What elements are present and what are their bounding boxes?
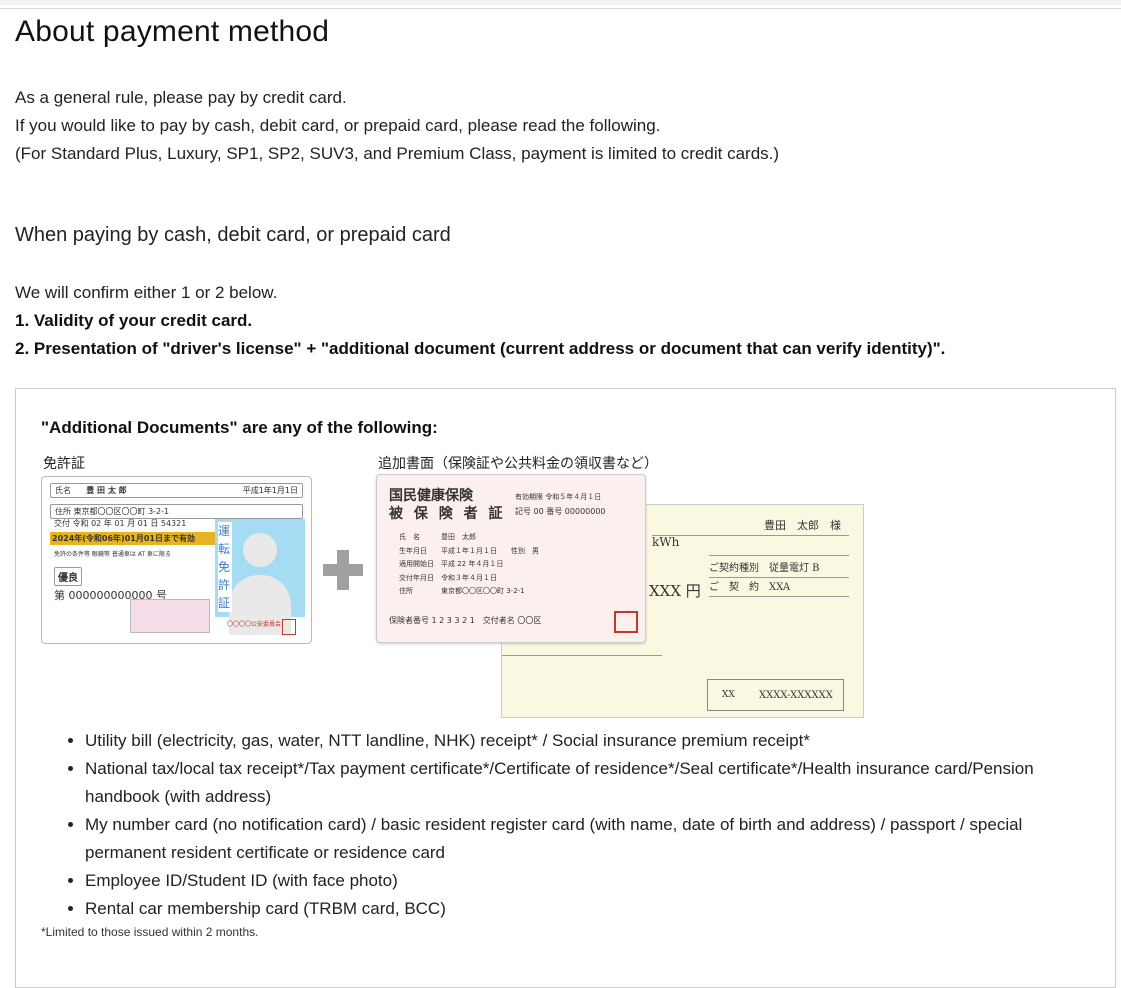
- license-name-label: 氏名: [55, 486, 71, 495]
- divider: [0, 8, 1121, 9]
- insurance-details: 氏 名 豊田 太郎生年月日 平成１年１月１日 性別 男適用開始日 平成 22 年…: [399, 533, 539, 595]
- insurance-title-2: 被 保 険 者 証: [389, 506, 506, 522]
- insurance-title-1: 国民健康保険: [389, 488, 473, 504]
- intro-line-3: (For Standard Plus, Luxury, SP1, SP2, SU…: [15, 144, 780, 163]
- seal-icon: [614, 611, 638, 633]
- list-item: My number card (no notification card) / …: [85, 811, 1075, 867]
- footnote: *Limited to those issued within 2 months…: [41, 925, 259, 939]
- confirm-item-2: 2. Presentation of "driver's license" + …: [15, 339, 946, 358]
- insurance-insurer: 保険者番号 1 2 3 3 2 1 交付者名 〇〇区: [389, 616, 542, 625]
- list-item: National tax/local tax receipt*/Tax paym…: [85, 755, 1075, 811]
- license-number: 第 000000000000 号: [54, 589, 167, 602]
- license-expiry: 2024年(令和06年)01月01日まで有効: [50, 532, 224, 545]
- section-heading: When paying by cash, debit card, or prep…: [15, 224, 451, 246]
- page-title: About payment method: [15, 15, 330, 48]
- bill-area: XX: [722, 690, 735, 700]
- top-bar: [0, 0, 1121, 5]
- license-authority: 〇〇〇〇公安委員会: [227, 621, 282, 628]
- bill-contract-type: ご契約種別 従量電灯 B: [709, 555, 849, 578]
- license-badge: 優良: [54, 567, 82, 586]
- license-address: 住所 東京都〇〇区〇〇町 3-2-1: [50, 504, 303, 519]
- confirm-item-1: 1. Validity of your credit card.: [15, 311, 253, 330]
- confirm-intro: We will confirm either 1 or 2 below.: [15, 283, 278, 302]
- health-insurance-card-image: 国民健康保険 被 保 険 者 証 有効期限 令和５年４月１日 記号 00 番号 …: [376, 474, 646, 643]
- list-item: Utility bill (electricity, gas, water, N…: [85, 727, 1075, 755]
- license-name-row: 氏名 豊 田 太 郎 平成1年1月1日: [50, 483, 303, 498]
- bill-contract: ご 契 約 XXA: [709, 575, 849, 597]
- drivers-license-image: 氏名 豊 田 太 郎 平成1年1月1日 住所 東京都〇〇区〇〇町 3-2-1 交…: [41, 476, 312, 644]
- license-label: 免許証: [43, 455, 85, 471]
- additional-label: 追加書面（保険証や公共料金の領収書など）: [378, 455, 658, 471]
- license-conditions: 免許の条件等 眼鏡等 普通車は AT 車に限る: [54, 551, 171, 558]
- box-heading: "Additional Documents" are any of the fo…: [41, 418, 438, 437]
- license-issued: 交付 令和 02 年 01 月 01 日 54321: [54, 519, 187, 528]
- license-birth: 平成1年1月1日: [242, 486, 298, 495]
- bill-amount: XXX 円: [649, 582, 701, 600]
- license-vertical-title: 運転免許証: [218, 522, 232, 612]
- insurance-validity: 有効期限 令和５年４月１日: [515, 493, 602, 501]
- list-item: Rental car membership card (TRBM card, B…: [85, 895, 1075, 923]
- intro-line-2: If you would like to pay by cash, debit …: [15, 116, 661, 135]
- seal-icon: [282, 619, 296, 635]
- plus-icon: [323, 550, 363, 590]
- license-name: 豊 田 太 郎: [86, 486, 127, 495]
- bill-kwh: kWh: [652, 535, 680, 549]
- intro-line-1: As a general rule, please pay by credit …: [15, 88, 347, 107]
- document-list: Utility bill (electricity, gas, water, N…: [43, 727, 1075, 923]
- bill-addressee: 豊田 太郎 様: [764, 519, 841, 532]
- bill-customer-number: XXXX-XXXXXX: [759, 690, 833, 701]
- license-grid: [130, 599, 210, 633]
- insurance-number: 記号 00 番号 00000000: [515, 507, 606, 516]
- list-item: Employee ID/Student ID (with face photo): [85, 867, 1075, 895]
